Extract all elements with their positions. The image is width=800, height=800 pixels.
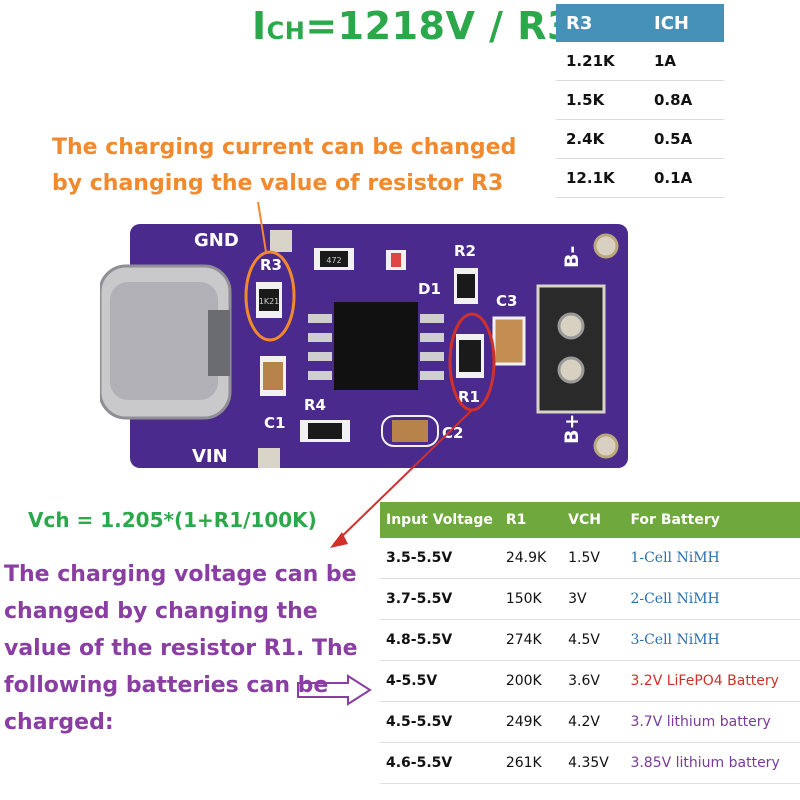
terminal-screw-icon bbox=[557, 356, 585, 384]
mount-hole-icon bbox=[593, 433, 619, 459]
header-r1: R1 bbox=[499, 502, 563, 538]
title-rest: =1218V / R3 bbox=[305, 4, 574, 48]
table-row: 4.5-5.5V 249K 4.2V 3.7V lithium battery bbox=[380, 701, 800, 743]
header-ich: ICH bbox=[644, 4, 724, 42]
cell-vch: 4.2V bbox=[562, 701, 625, 743]
gnd-pad bbox=[270, 230, 292, 252]
cell-battery: 3.85V lithium battery bbox=[624, 742, 800, 784]
r1-resistor-body bbox=[459, 340, 481, 372]
terminal-screw-icon bbox=[557, 312, 585, 340]
cell-input: 4.6-5.5V bbox=[380, 742, 500, 784]
table-row: 3.7-5.5V 150K 3V 2-Cell NiMH bbox=[380, 578, 800, 620]
label-r3: R3 bbox=[260, 256, 282, 274]
r1-note-text: The charging voltage can be changed by c… bbox=[4, 562, 358, 735]
label-c1: C1 bbox=[264, 414, 285, 432]
vin-pad bbox=[258, 448, 280, 468]
cell-vch: 3.6V bbox=[562, 660, 625, 702]
header-for-battery: For Battery bbox=[624, 502, 800, 538]
ic-pins bbox=[308, 314, 444, 380]
cell-input: 3.5-5.5V bbox=[380, 538, 500, 579]
header-vch: VCH bbox=[562, 502, 625, 538]
cell-vch: 3V bbox=[562, 578, 625, 620]
label-c3: C3 bbox=[496, 292, 517, 310]
cell-r1: 249K bbox=[499, 701, 563, 743]
cell-battery: 3-Cell NiMH bbox=[624, 619, 800, 661]
label-b-plus: B+ bbox=[561, 414, 583, 444]
table-row: 4.6-5.5V 261K 4.35V 3.85V lithium batter… bbox=[380, 742, 800, 784]
cell-r1: 200K bbox=[499, 660, 563, 702]
formula-vch: Vch = 1.205*(1+R1/100K) bbox=[28, 508, 317, 532]
label-r4: R4 bbox=[304, 396, 326, 414]
cell-r3: 2.4K bbox=[556, 119, 644, 159]
cell-vch: 1.5V bbox=[562, 538, 625, 579]
cell-input: 4-5.5V bbox=[380, 660, 500, 702]
pcb-board: 1K21 472 GND VIN R3 R2 bbox=[98, 222, 640, 474]
cell-ich: 0.1A bbox=[644, 158, 724, 198]
cell-vch: 4.5V bbox=[562, 619, 625, 661]
cell-input: 4.5-5.5V bbox=[380, 701, 500, 743]
cell-battery: 3.2V LiFePO4 Battery bbox=[624, 660, 800, 702]
label-vin: VIN bbox=[192, 446, 228, 467]
led-d1-body bbox=[391, 253, 401, 267]
r1-arrow-head-icon bbox=[330, 532, 348, 548]
cell-r3: 12.1K bbox=[556, 158, 644, 198]
usb-c-shell bbox=[110, 282, 218, 400]
r1-note: The charging voltage can be changed by c… bbox=[4, 556, 376, 741]
cell-ich: 0.8A bbox=[644, 80, 724, 120]
cell-input: 3.7-5.5V bbox=[380, 578, 500, 620]
label-r2: R2 bbox=[454, 242, 476, 260]
top-resistor-body bbox=[320, 251, 348, 267]
battery-config-table: Input Voltage R1 VCH For Battery 3.5-5.5… bbox=[380, 502, 800, 784]
cell-battery: 1-Cell NiMH bbox=[624, 538, 800, 579]
table-row: 3.5-5.5V 24.9K 1.5V 1-Cell NiMH bbox=[380, 538, 800, 579]
table-header-row: R3 ICH bbox=[556, 4, 724, 42]
label-c2: C2 bbox=[442, 424, 463, 442]
label-b-minus: B- bbox=[561, 246, 583, 268]
r3-note: The charging current can be changed by c… bbox=[52, 135, 517, 196]
c1-capacitor-body bbox=[263, 362, 283, 390]
r3-smd-code: 1K21 bbox=[259, 297, 280, 306]
label-gnd: GND bbox=[194, 230, 239, 251]
pcb-drawing: 1K21 472 GND VIN R3 R2 bbox=[98, 224, 628, 468]
cell-battery: 2-Cell NiMH bbox=[624, 578, 800, 620]
mount-hole-icon bbox=[593, 233, 619, 259]
header-input-voltage: Input Voltage bbox=[380, 502, 500, 538]
battery-terminal-block bbox=[536, 284, 606, 414]
cell-r1: 150K bbox=[499, 578, 563, 620]
header-r3: R3 bbox=[556, 4, 644, 42]
cell-r3: 1.5K bbox=[556, 80, 644, 120]
r4-resistor-body bbox=[308, 423, 342, 439]
cell-battery: 3.7V lithium battery bbox=[624, 701, 800, 743]
formula-ich-title: ICH=1218V / R3 bbox=[252, 4, 574, 48]
label-d1: D1 bbox=[418, 280, 441, 298]
cell-r1: 24.9K bbox=[499, 538, 563, 579]
cell-r1: 274K bbox=[499, 619, 563, 661]
label-r1: R1 bbox=[458, 388, 480, 406]
top-smd-code: 472 bbox=[326, 256, 341, 265]
table-row: 4-5.5V 200K 3.6V 3.2V LiFePO4 Battery bbox=[380, 660, 800, 702]
usb-c-mouth bbox=[208, 310, 230, 376]
cell-vch: 4.35V bbox=[562, 742, 625, 784]
r2-resistor-body bbox=[457, 274, 475, 298]
cell-ich: 0.5A bbox=[644, 119, 724, 159]
table-header-row: Input Voltage R1 VCH For Battery bbox=[380, 502, 800, 538]
cell-r3: 1.21K bbox=[556, 42, 644, 81]
cell-input: 4.8-5.5V bbox=[380, 619, 500, 661]
c3-capacitor bbox=[492, 316, 526, 366]
c2-capacitor bbox=[392, 420, 428, 442]
title-prefix: I bbox=[252, 4, 267, 48]
cell-r1: 261K bbox=[499, 742, 563, 784]
table-row: 4.8-5.5V 274K 4.5V 3-Cell NiMH bbox=[380, 619, 800, 661]
cell-ich: 1A bbox=[644, 42, 724, 81]
charger-ic-chip bbox=[334, 302, 418, 390]
title-subscript: CH bbox=[266, 17, 306, 45]
